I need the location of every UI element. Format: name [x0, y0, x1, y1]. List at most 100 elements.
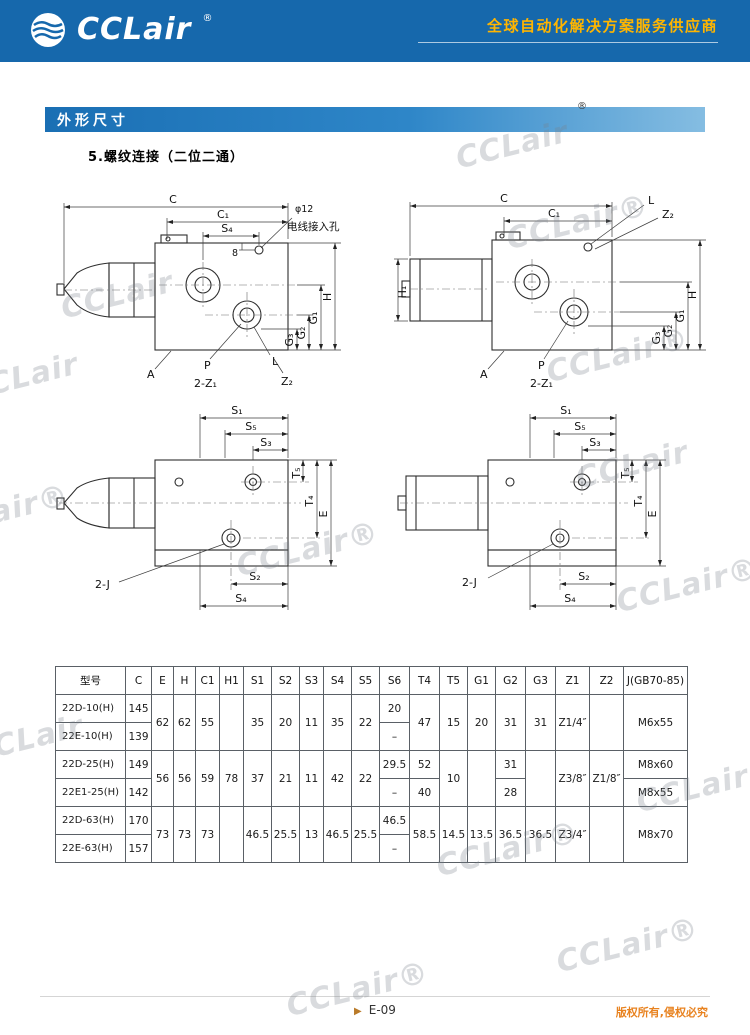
cell-e: 73: [151, 806, 174, 863]
cell-s3: 11: [299, 694, 324, 751]
cell-g2: 31: [495, 694, 526, 751]
valve-outline: [56, 234, 289, 351]
dim-label-t4: T₄: [632, 495, 645, 508]
cell-c: 157: [125, 834, 152, 863]
valve-outline: [56, 459, 289, 567]
dim-label-g1: G₁: [674, 310, 687, 323]
centerlines: [410, 259, 620, 336]
header-s6: S6: [379, 666, 410, 695]
dim-label-c: C: [169, 193, 177, 206]
cell-e: 56: [151, 750, 174, 807]
dim-label-s5: S₅: [574, 420, 585, 433]
logo-registered-mark: ®: [202, 12, 213, 24]
dim-label-s4: S₄: [221, 222, 233, 235]
dim-label-h1: H₁: [396, 286, 409, 299]
cell-model: 22E1-25(H): [55, 778, 126, 807]
cell-s2: 20: [271, 694, 300, 751]
table-header-row: 型号 C E H C1 H1 S1 S2 S3 S4 S5 S6 T4 T5 G…: [55, 666, 688, 695]
dim-label-g1: G₁: [307, 312, 320, 325]
cell-z1: Z3/8″: [555, 750, 590, 807]
dimension-table: 型号 C E H C1 H1 S1 S2 S3 S4 S5 S6 T4 T5 G…: [55, 666, 688, 863]
cell-t4: 40: [409, 778, 440, 807]
cell-s2: 25.5: [271, 806, 300, 863]
header-c1: C1: [195, 666, 220, 695]
dim-label-2j: 2-J: [462, 576, 477, 589]
dim-label-g3: G₃: [283, 334, 296, 347]
header-s1: S1: [243, 666, 272, 695]
dim-label-s3: S₃: [260, 436, 271, 449]
cell-c: 170: [125, 806, 152, 835]
dim-label-g2: G₂: [295, 327, 308, 340]
dim-label-c1: C₁: [548, 207, 560, 220]
cell-c1: 73: [195, 806, 220, 863]
header-z2: Z2: [589, 666, 624, 695]
cell-s6: 29.5: [379, 750, 410, 779]
cell-g2: 36.5: [495, 806, 526, 863]
dim-label-l: L: [648, 194, 655, 207]
cell-model: 22E-10(H): [55, 722, 126, 751]
dim-label-g2: G₂: [662, 325, 675, 338]
cell-s6: 20: [379, 694, 410, 723]
header-j: J(GB70-85): [623, 666, 688, 695]
cell-h: 56: [173, 750, 196, 807]
watermark: CCLair®: [552, 910, 703, 981]
dim-label-s1: S₁: [231, 404, 242, 417]
table-row: 22E-10(H) 139 –: [55, 722, 688, 751]
header-model: 型号: [55, 666, 126, 695]
cell-s4: 46.5: [323, 806, 352, 863]
page-number-text: E-09: [368, 1003, 396, 1017]
dim-label-8: 8: [232, 248, 238, 259]
cell-h1: [219, 694, 244, 751]
dim-label-2j: 2-J: [95, 578, 110, 591]
dim-label-t5: T₅: [290, 467, 303, 479]
cell-t4: 47: [409, 694, 440, 751]
cell-s6: –: [379, 778, 410, 807]
table-row: 22E1-25(H) 142 – 40 28 M8x55: [55, 778, 688, 807]
cell-t5: 14.5: [439, 806, 468, 863]
cell-s1: 37: [243, 750, 272, 807]
section-subtitle: 5.螺纹连接（二位二通）: [88, 150, 244, 165]
drawing-type-d-side-view: C C₁ S₄ φ12 电线接入孔 8 H G₁ G₂ G₃ A P 2-Z₁ …: [55, 188, 347, 404]
header-g3: G3: [525, 666, 556, 695]
port-label-a: A: [147, 368, 155, 381]
cell-s3: 13: [299, 806, 324, 863]
footer-divider: [40, 996, 710, 997]
logo-wave-icon: [31, 13, 65, 47]
cell-s4: 42: [323, 750, 352, 807]
dim-label-t5: T₅: [619, 467, 632, 479]
dim-label-phi12: φ12: [295, 204, 313, 215]
copyright-notice: 版权所有,侵权必究: [615, 1006, 708, 1019]
drawing-type-d-top-view: S₁ S₅ S₃ T₅ T₄ E S₂ S₄ 2-J: [55, 398, 347, 634]
centerlines: [59, 466, 323, 590]
cell-s6: –: [379, 834, 410, 863]
dim-label-s2: S₂: [249, 570, 260, 583]
dim-label-l: L: [272, 355, 279, 368]
cell-s4: 35: [323, 694, 352, 751]
dimension-lines: [487, 414, 666, 610]
header-t4: T4: [409, 666, 440, 695]
dimension-labels: C C₁ S₄ φ12 电线接入孔 8 H G₁ G₂ G₃ A P 2-Z₁ …: [147, 193, 340, 390]
cell-s5: 25.5: [351, 806, 380, 863]
header-z1: Z1: [555, 666, 590, 695]
cell-g3: 31: [525, 694, 556, 751]
dim-label-s4: S₄: [564, 592, 576, 605]
cell-c: 139: [125, 722, 152, 751]
header-h1: H1: [219, 666, 244, 695]
cell-c1: 55: [195, 694, 220, 751]
dim-label-z2: Z₂: [281, 375, 293, 388]
cell-t4: 58.5: [409, 806, 440, 863]
dim-label-s3: S₃: [589, 436, 600, 449]
cell-t5: 10: [439, 750, 468, 807]
dimension-labels: C C₁ L Z₂ H₁ H G₁ G₂ G₃ A P 2-Z₁: [396, 192, 699, 390]
cell-t4: 52: [409, 750, 440, 779]
header-t5: T5: [439, 666, 468, 695]
cell-h: 73: [173, 806, 196, 863]
dim-label-t4: T₄: [303, 495, 316, 508]
label-wire-entry-hole: 电线接入孔: [287, 220, 340, 233]
cell-s2: 21: [271, 750, 300, 807]
dimension-lines: [118, 414, 337, 610]
cell-s3: 11: [299, 750, 324, 807]
port-label-a: A: [480, 368, 488, 381]
cell-t5: 15: [439, 694, 468, 751]
centerlines: [64, 262, 297, 339]
